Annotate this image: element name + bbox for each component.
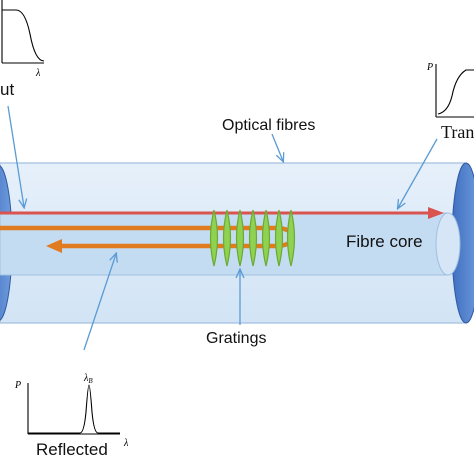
grating (286, 209, 296, 267)
pointer-transmitted (398, 138, 438, 208)
core-end (435, 212, 461, 276)
optical-fibres-label: Optical fibres (222, 117, 315, 134)
transmitted-label: Tran (441, 122, 474, 142)
reflected-lambda-b: λB (83, 373, 93, 385)
gratings-label: Gratings (206, 330, 266, 347)
reflected-arrowhead (46, 239, 62, 253)
reflected-spectrum-plot (27, 383, 120, 435)
gratings (209, 209, 296, 267)
grating (248, 209, 258, 267)
transmitted-spectrum-curve (437, 69, 474, 115)
grating (209, 209, 219, 267)
input-spectrum-curve (2, 9, 45, 62)
lambda-b-subscript: B (88, 377, 93, 385)
pointer-optical-fibres (271, 133, 283, 161)
transmitted-p-axis: P (426, 62, 433, 73)
transmitted-spectrum-plot (435, 64, 474, 118)
lambda-b-symbol: λ (83, 373, 89, 384)
grating (235, 209, 245, 267)
input-spectrum-plot (1, 0, 45, 64)
reflected-lambda-tick: λ (123, 438, 129, 449)
reflected-spectrum-curve (28, 384, 120, 434)
incident-arrowhead (428, 207, 444, 219)
pointer-reflected (83, 254, 116, 351)
reflected-label: Reflected (36, 440, 108, 459)
reflected-p-axis: P (14, 380, 21, 391)
grating (274, 209, 284, 267)
pointer-input (7, 105, 24, 207)
input-lambda-tick: λ (35, 68, 41, 79)
grating (222, 209, 232, 267)
input-label: ut (0, 80, 14, 99)
fibre-core-label: Fibre core (346, 232, 423, 251)
grating (261, 209, 271, 267)
